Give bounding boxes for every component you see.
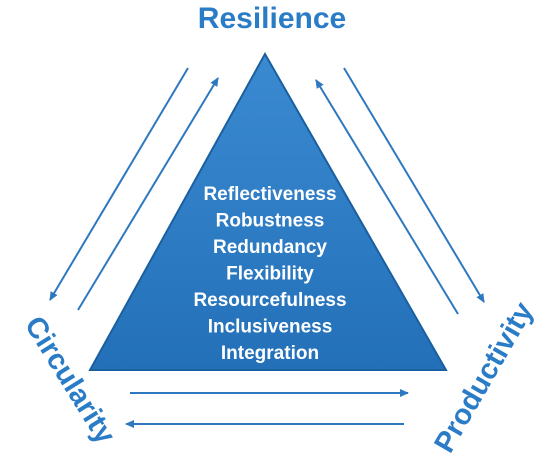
arrow-circularity-to-resilience <box>77 77 219 311</box>
quality-item: Redundancy <box>213 237 327 258</box>
quality-item: Reflectiveness <box>203 184 336 205</box>
label-circularity: Circularity <box>18 311 121 450</box>
arrow-productivity-to-resilience <box>315 79 459 315</box>
quality-item: Robustness <box>216 211 325 232</box>
label-productivity: Productivity <box>428 297 540 458</box>
qualities-list: ReflectivenessRobustnessRedundancyFlexib… <box>193 184 346 364</box>
quality-item: Inclusiveness <box>208 317 333 338</box>
arrow-resilience-to-circularity <box>49 67 189 301</box>
quality-item: Resourcefulness <box>193 290 346 311</box>
quality-item: Flexibility <box>226 264 314 285</box>
arrow-resilience-to-productivity <box>343 67 485 303</box>
central-triangle <box>88 51 448 371</box>
quality-item: Integration <box>221 343 319 364</box>
label-resilience: Resilience <box>198 2 346 35</box>
